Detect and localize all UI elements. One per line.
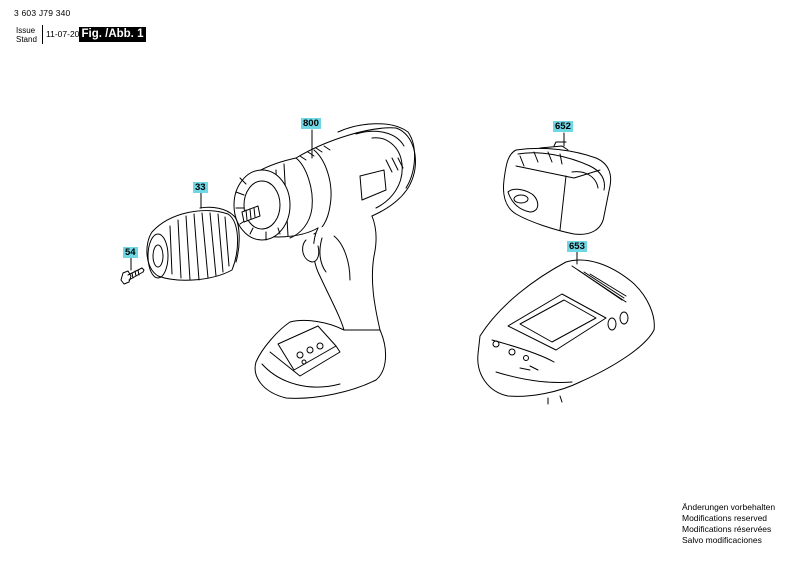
callout-800: 800 bbox=[301, 118, 321, 129]
notice-fr: Modifications réservées bbox=[682, 524, 772, 534]
notice-de: Änderungen vorbehalten bbox=[682, 502, 776, 512]
modifications-notice: Änderungen vorbehalten Modifications res… bbox=[682, 502, 787, 546]
callout-54: 54 bbox=[123, 247, 138, 258]
screw-part bbox=[121, 268, 144, 284]
callout-33: 33 bbox=[193, 182, 208, 193]
bracket-divider bbox=[40, 25, 43, 44]
callout-652: 652 bbox=[553, 121, 573, 132]
stand-label: Stand bbox=[16, 35, 37, 44]
notice-es: Salvo modificaciones bbox=[682, 535, 762, 545]
issue-date: 11-07-20 bbox=[46, 29, 80, 39]
notice-en: Modifications reserved bbox=[682, 513, 768, 523]
leader-lines bbox=[131, 130, 577, 270]
battery-part bbox=[504, 142, 611, 234]
drill-body-part bbox=[234, 124, 415, 399]
issue-stand-labels: Issue Stand bbox=[16, 26, 37, 44]
part-number: 3 603 J79 340 bbox=[14, 8, 71, 18]
charger-part bbox=[478, 260, 655, 404]
issue-label: Issue bbox=[16, 26, 36, 35]
chuck-part bbox=[147, 207, 239, 280]
callout-653: 653 bbox=[567, 241, 587, 252]
figure-label: Fig. /Abb. 1 bbox=[79, 27, 146, 42]
